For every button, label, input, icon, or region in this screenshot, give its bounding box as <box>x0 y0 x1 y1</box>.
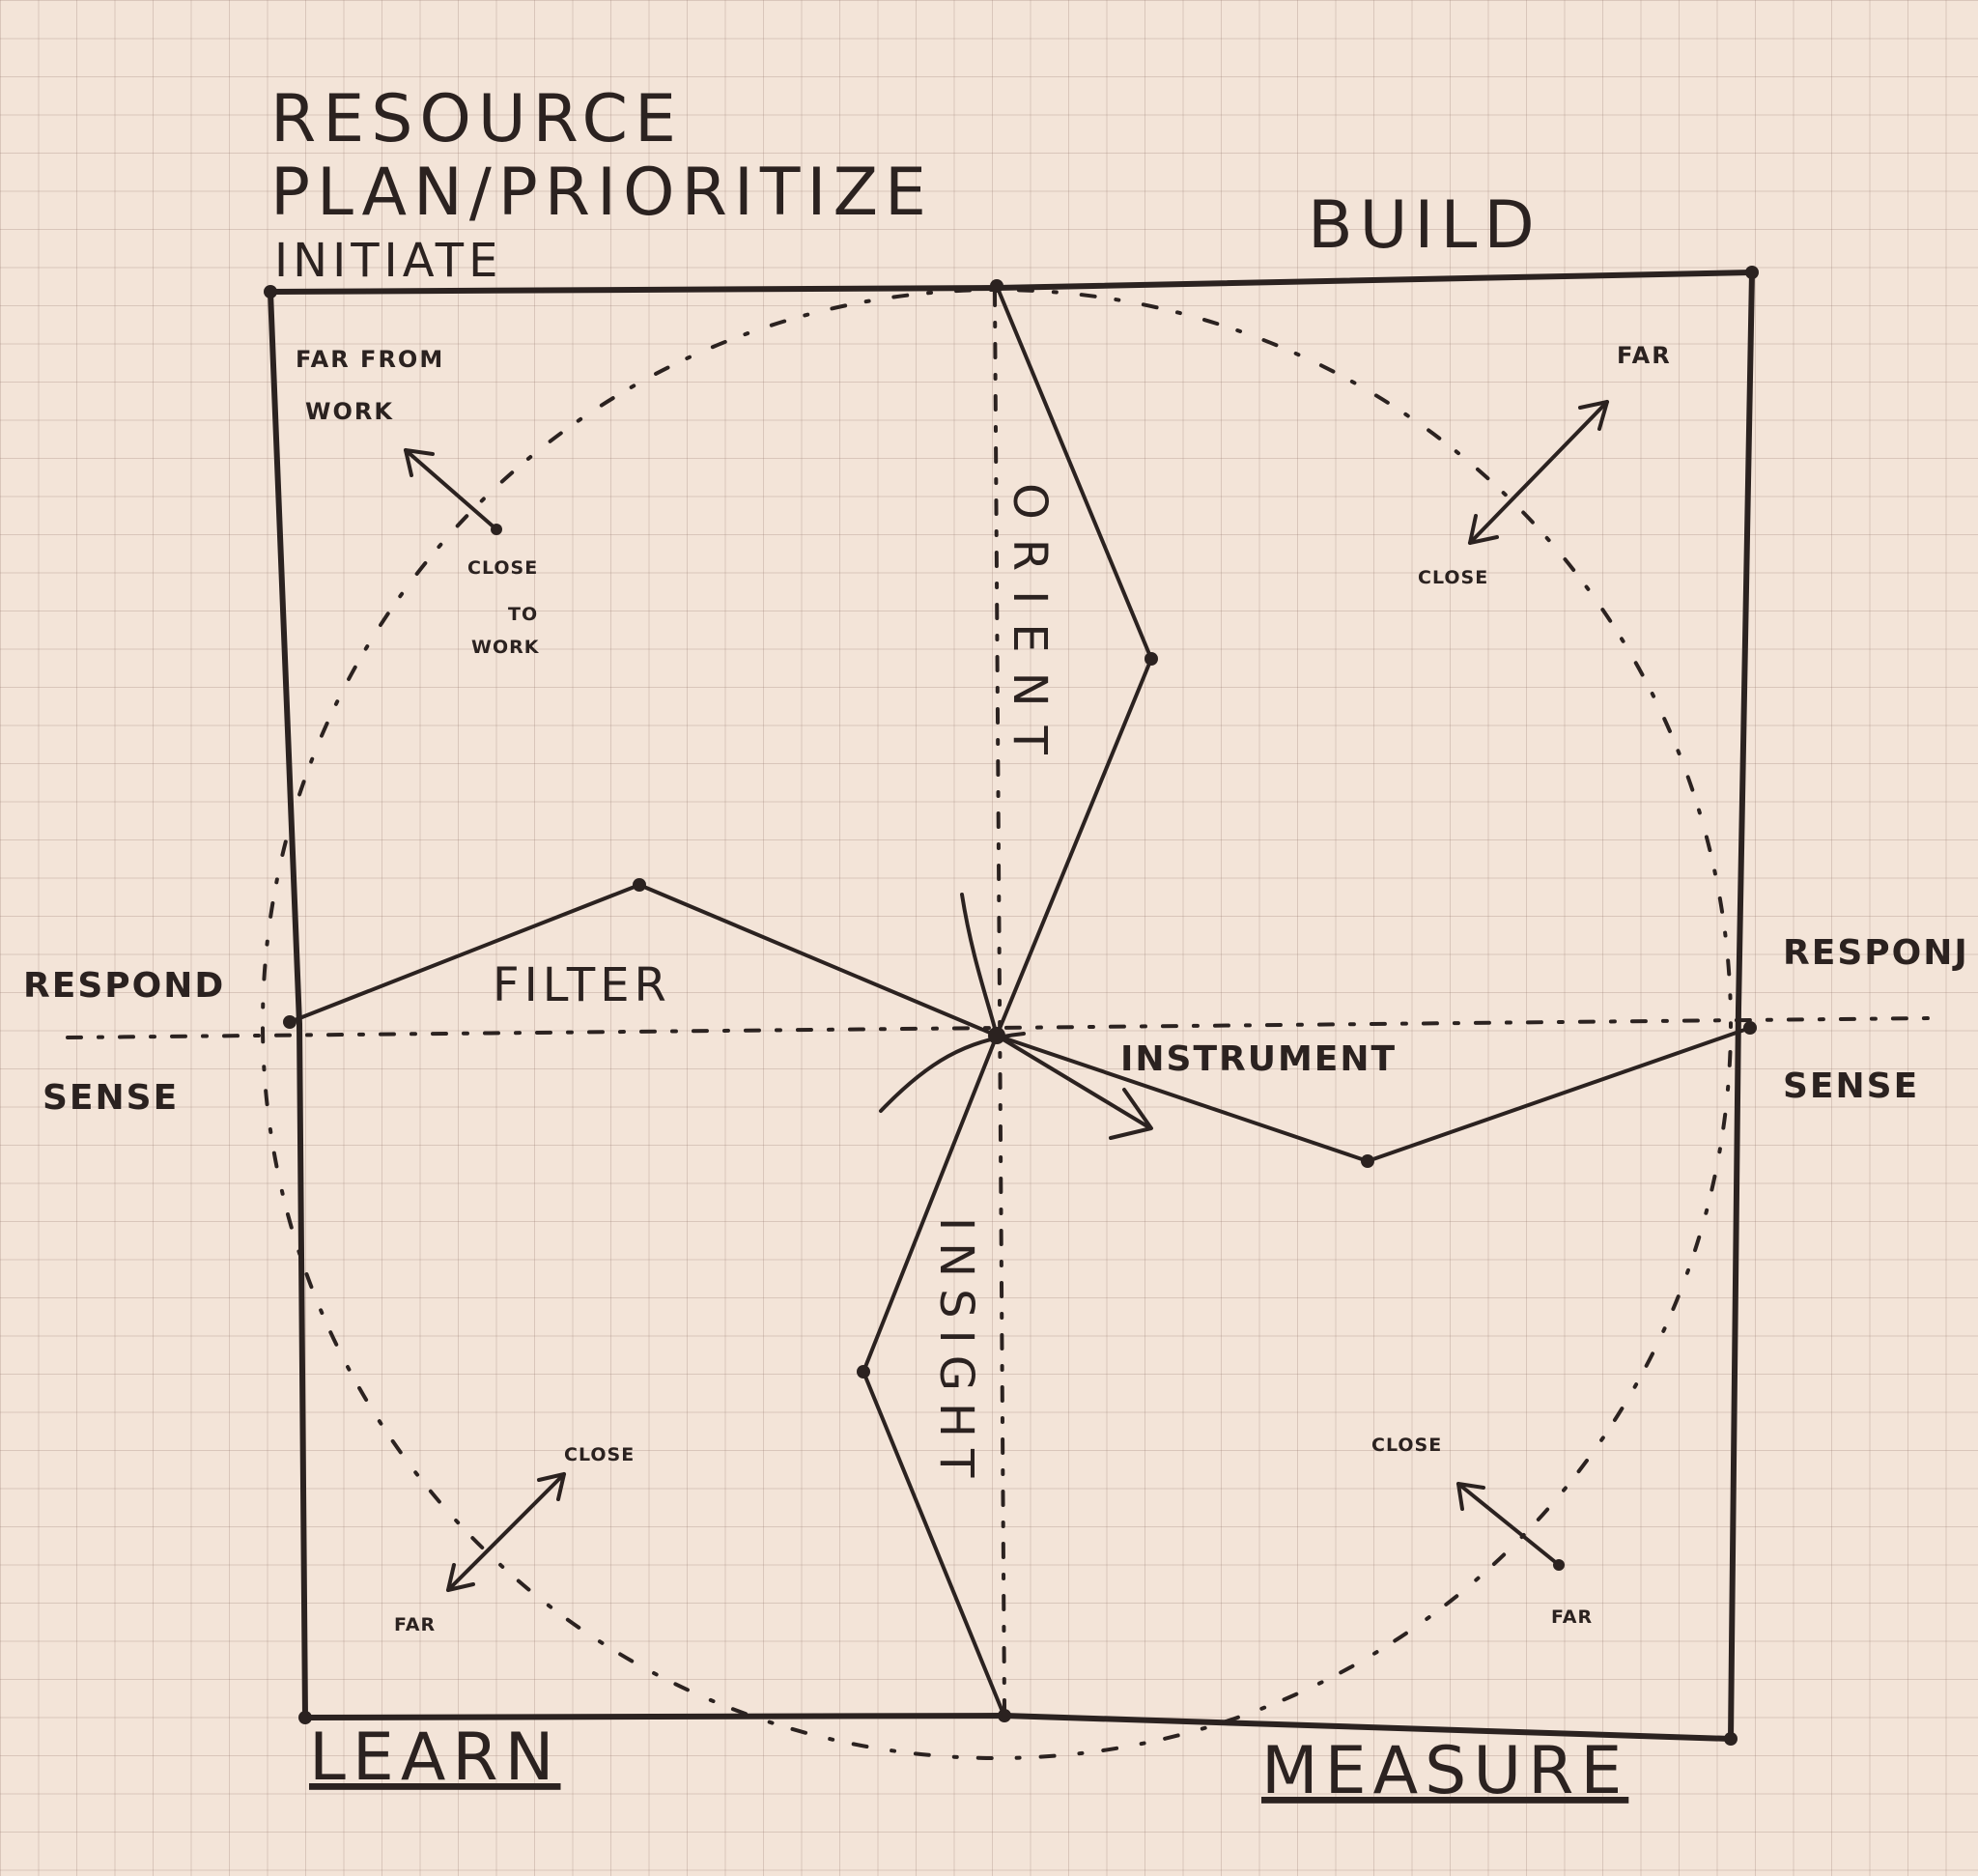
scale-far-top-left-line2: WORK <box>305 398 394 425</box>
scale-close-bottom-right: CLOSE <box>1371 1435 1442 1456</box>
scale-close-bottom-left: CLOSE <box>564 1444 635 1465</box>
corner-label-initiate: INITIATE <box>274 234 502 288</box>
center-arrow <box>995 1034 1153 1140</box>
path-label-filter: FILTER <box>493 958 671 1012</box>
path-label-orient: ORIENT <box>1003 483 1057 774</box>
scale-far-top-right: FAR <box>1617 342 1672 369</box>
scale-close-top-right: CLOSE <box>1418 567 1488 588</box>
scale-far-top-left-line1: FAR FROM <box>296 346 444 373</box>
path-label-instrument: INSTRUMENT <box>1120 1039 1397 1079</box>
scale-close-top-left-line1: CLOSE <box>467 557 538 579</box>
scale-close-top-left-line2: TO <box>508 604 538 625</box>
scale-arrow-bottom-right <box>1456 1482 1565 1571</box>
side-label-left-sense: SENSE <box>42 1078 179 1118</box>
center-curve <box>960 893 999 1037</box>
corner-label-plan-prioritize: PLAN/PRIORITIZE <box>270 155 933 231</box>
corner-label-resource: RESOURCE <box>270 81 683 157</box>
vertex-dots <box>264 266 1759 1746</box>
scale-arrow-bottom-left <box>446 1472 566 1592</box>
dotted-circle <box>261 288 1733 1760</box>
vertical-dotted-axis <box>993 290 1006 1712</box>
scale-close-top-left-line3: WORK <box>471 637 540 658</box>
corner-label-measure: MEASURE <box>1261 1733 1628 1809</box>
center-swoop <box>879 1032 1026 1113</box>
path-label-insight: INSIGHT <box>929 1217 983 1489</box>
scale-arrow-top-left <box>404 448 502 535</box>
side-label-left-respond: RESPOND <box>23 966 225 1006</box>
corner-label-build: BUILD <box>1308 187 1541 264</box>
corner-label-learn: LEARN <box>309 1720 560 1796</box>
side-label-right-respond: RESPONJ <box>1783 933 1969 973</box>
side-label-right-sense: SENSE <box>1783 1066 1919 1106</box>
scale-arrow-top-right <box>1468 400 1609 545</box>
scale-far-bottom-left: FAR <box>394 1614 436 1635</box>
scale-far-bottom-right: FAR <box>1551 1606 1593 1628</box>
